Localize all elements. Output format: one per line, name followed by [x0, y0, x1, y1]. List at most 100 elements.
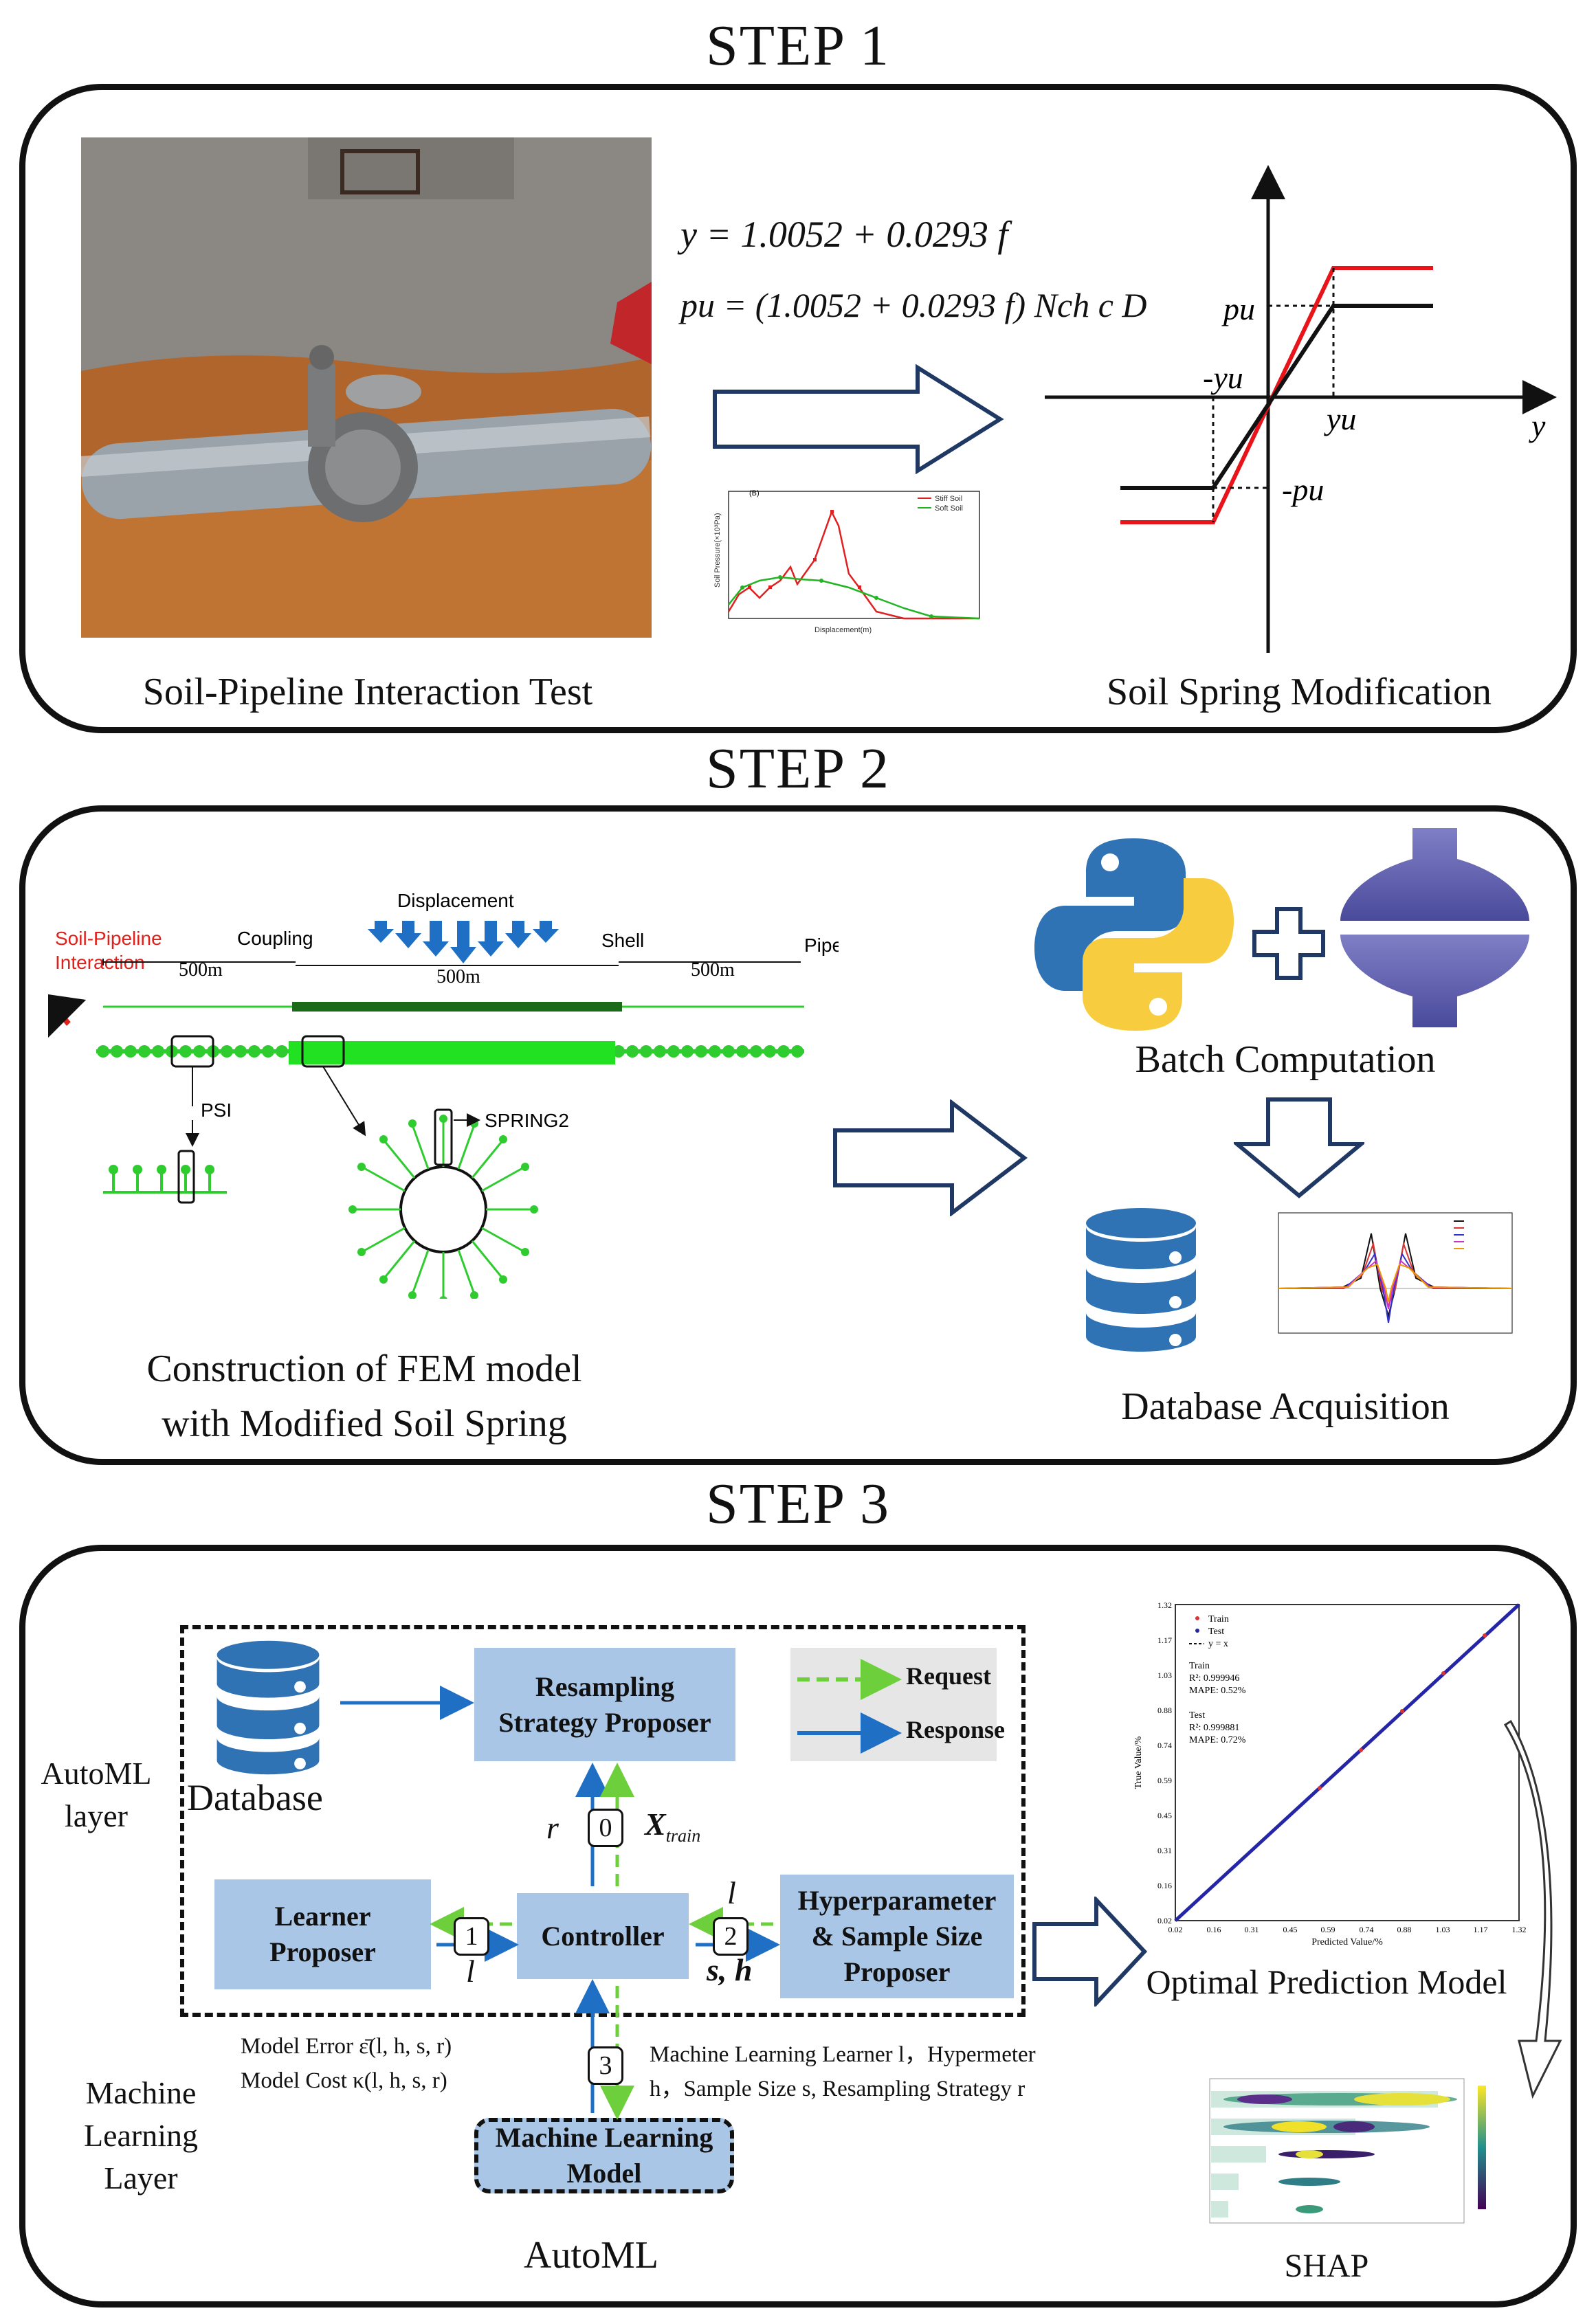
python-logo-icon: [1034, 838, 1234, 1031]
scatter-test-label: Test: [1189, 1710, 1205, 1721]
abaqus-logo-icon: [1340, 828, 1529, 1027]
step2-title: STEP 2: [706, 737, 890, 801]
soil-pressure-mini-chart: (B) Stiff Soil Soft Soil Displacement(m)…: [713, 489, 980, 634]
equation-y: y = 1.0052 + 0.0293 f: [680, 214, 1008, 255]
caption-shap: SHAP: [1284, 2248, 1369, 2284]
label-soil-pipeline-1: Soil-Pipeline: [55, 928, 162, 949]
scatter-xlabel: Predicted Value/%: [1311, 1937, 1383, 1947]
svg-text:0.31: 0.31: [1245, 1925, 1259, 1934]
scatter-legend-test: Test: [1208, 1627, 1224, 1637]
strain-distribution-mini-chart: [1278, 1212, 1513, 1334]
prediction-scatter-plot: Train Test y = x Train R²: 0.999946 MAPE…: [1133, 1600, 1527, 1947]
right-arrow-icon: [1032, 1897, 1148, 2007]
svg-text:0.02: 0.02: [1168, 1925, 1183, 1934]
caption-soil-spring-modification: Soil Spring Modification: [1107, 671, 1492, 713]
shap-summary-plot: [1209, 2078, 1486, 2224]
svg-text:1.32: 1.32: [1157, 1600, 1172, 1610]
label-pu: pu: [1221, 291, 1255, 326]
automl-layer-frame: [180, 1625, 1026, 2017]
svg-text:1.32: 1.32: [1512, 1925, 1527, 1934]
mini-chart-xlabel: Displacement(m): [814, 626, 872, 634]
ml-learner-text-1: Machine Learning Learner l，Hypermeter: [650, 2042, 1036, 2067]
label-s-h: s, h: [707, 1952, 753, 1987]
svg-text:0.88: 0.88: [1397, 1925, 1412, 1934]
ml-layer-label: Machine Learning Layer: [65, 2072, 217, 2200]
label-length-mid: 500m: [436, 966, 480, 987]
label-spring2: SPRING2: [485, 1110, 569, 1131]
spring-radial-lines: [354, 1120, 533, 1299]
step-number-1: 1: [454, 1917, 489, 1956]
svg-text:1.03: 1.03: [1436, 1925, 1450, 1934]
label-y-axis: y: [1529, 408, 1546, 443]
database-label: Database: [187, 1777, 323, 1818]
label-neg-yu: -yu: [1203, 360, 1243, 395]
scatter-train-mape: MAPE: 0.52%: [1189, 1686, 1246, 1696]
step-number-0: 0: [588, 1809, 623, 1847]
label-psi: PSI: [201, 1099, 232, 1121]
label-l-bottom: l: [466, 1954, 475, 1989]
step1-title: STEP 1: [706, 14, 890, 78]
curved-arrow-icon: [1503, 1719, 1562, 2099]
label-coupling: Coupling: [237, 928, 313, 949]
svg-text:0.45: 0.45: [1157, 1811, 1172, 1820]
scatter-legend-yx: y = x: [1208, 1639, 1228, 1649]
step-number-2: 2: [713, 1917, 749, 1956]
label-yu: yu: [1324, 401, 1356, 436]
caption-soil-pipeline-test: Soil-Pipeline Interaction Test: [142, 671, 593, 713]
caption-fem-model-2: with Modified Soil Spring: [162, 1403, 567, 1445]
scatter-ylabel: True Value/%: [1133, 1736, 1144, 1789]
legend-request-label: Request: [906, 1662, 991, 1690]
equation-pu: pu = (1.0052 + 0.0293 f) Nch c D: [680, 286, 1147, 324]
model-cost-text: Model Cost κ(l, h, s, r): [241, 2068, 447, 2093]
label-l-top: l: [727, 1875, 736, 1910]
caption-optimal-prediction-model: Optimal Prediction Model: [1146, 1963, 1507, 2001]
svg-text:0.45: 0.45: [1283, 1925, 1298, 1934]
right-arrow-icon: [713, 364, 1004, 474]
database-icon: [1086, 1208, 1196, 1352]
label-length-left: 500m: [179, 959, 223, 981]
label-r: r: [546, 1810, 559, 1845]
mini-chart-ylabel: Soil Pressure(×10³Pa): [713, 513, 722, 588]
label-shell: Shell: [601, 930, 644, 951]
caption-automl: AutoML: [524, 2234, 658, 2277]
scatter-test-mape: MAPE: 0.72%: [1189, 1735, 1246, 1745]
svg-text:0.74: 0.74: [1157, 1741, 1172, 1750]
ml-layer-line3: Layer: [104, 2160, 178, 2196]
automl-layer-label: AutoML layer: [38, 1752, 155, 1837]
ml-learner-text-2: h，Sample Size s, Resampling Strategy r: [650, 2077, 1026, 2101]
down-arrow-icon: [1234, 1097, 1364, 1198]
ml-layer-line2: Learning: [83, 2118, 199, 2154]
step-number-3: 3: [588, 2046, 623, 2085]
svg-text:1.17: 1.17: [1157, 1635, 1172, 1645]
svg-text:0.74: 0.74: [1360, 1925, 1374, 1934]
label-pipe: Pipe: [804, 935, 839, 956]
svg-text:1.03: 1.03: [1157, 1671, 1172, 1680]
ml-layer-line1: Machine: [85, 2075, 197, 2110]
label-neg-pu: -pu: [1282, 472, 1324, 507]
controller: Controller: [517, 1893, 689, 1979]
automl-layer-line2: layer: [65, 1798, 128, 1834]
database-icon: [217, 1640, 320, 1775]
scatter-train-label: Train: [1189, 1661, 1210, 1671]
svg-text:0.16: 0.16: [1157, 1881, 1172, 1890]
scatter-legend-train: Train: [1208, 1614, 1229, 1624]
label-displacement: Displacement: [397, 890, 514, 911]
step3-title: STEP 3: [706, 1472, 890, 1536]
caption-fem-model-1: Construction of FEM model: [146, 1348, 582, 1390]
legend-stiff-soil: Stiff Soil: [935, 495, 962, 503]
legend-response-label: Response: [906, 1716, 1006, 1743]
soil-pipeline-test-photo: [81, 137, 652, 638]
displacement-arrows: [368, 921, 559, 963]
svg-text:0.88: 0.88: [1157, 1706, 1172, 1715]
svg-text:0.59: 0.59: [1157, 1776, 1172, 1785]
svg-text:0.02: 0.02: [1157, 1916, 1172, 1925]
scatter-train-r2: R²: 0.999946: [1189, 1673, 1239, 1684]
svg-text:0.16: 0.16: [1207, 1925, 1221, 1934]
fem-model-schematic: Soil-Pipeline Interaction Coupling Displ…: [48, 890, 839, 1299]
svg-text:0.59: 0.59: [1321, 1925, 1335, 1934]
plus-icon: [1252, 907, 1325, 980]
